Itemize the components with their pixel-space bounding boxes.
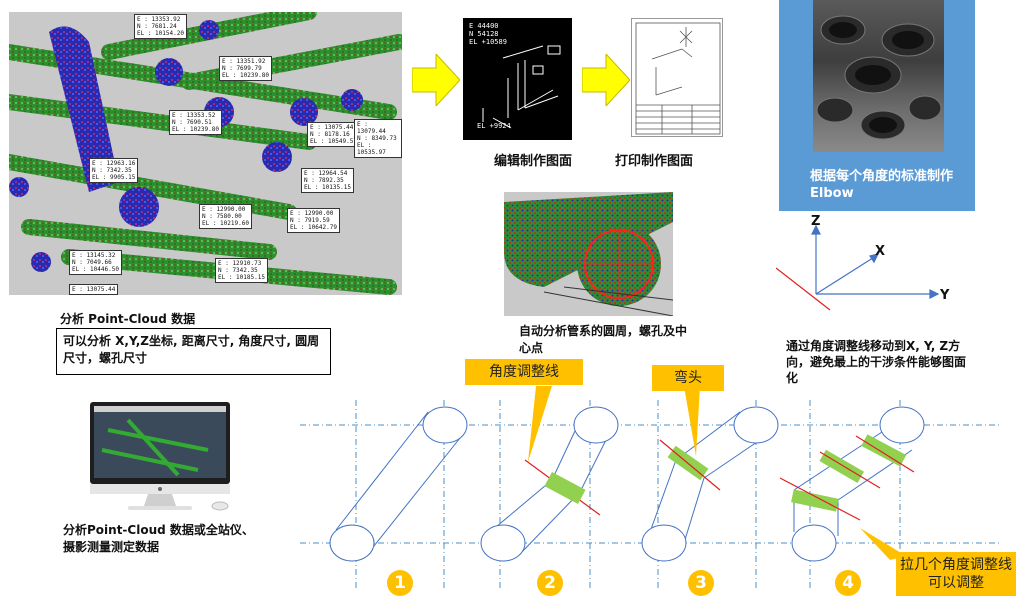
coord-label: E : 12964.54 N : 7892.35 EL : 10135.15: [301, 168, 354, 193]
elbow-photo: [813, 0, 944, 152]
coord-label: E : 13353.92 N : 7681.24 EL : 10154.20: [134, 14, 187, 39]
elevation-label: EL +9924: [477, 122, 511, 130]
coord-label: E : 12990.00 N : 7580.00 EL : 10219.60: [199, 204, 252, 229]
elbow-fittings-icon: [816, 15, 942, 140]
pointcloud-description: 可以分析 X,Y,Z坐标, 距离尺寸, 角度尺寸, 圆周尺寸，螺孔尺寸: [56, 328, 331, 375]
print-drawing-image: [631, 18, 723, 137]
coord-label: E : 13145.32 N : 7049.66 EL : 10446.50: [69, 250, 122, 275]
axis-label-z: Z: [811, 214, 821, 229]
isometric-lines: [482, 45, 561, 129]
workstation-caption: 分析Point-Cloud 数据或全站仪、摄影测量测定数据: [63, 523, 254, 554]
coord-label: E : 12963.16 N : 7342.35 EL : 9905.15: [89, 158, 139, 183]
axis-label-x: X: [875, 244, 886, 259]
print-drawing-caption: 打印制作图面: [615, 154, 694, 169]
step-number-4: 4: [835, 570, 861, 596]
pipe-cross-section: [504, 192, 673, 316]
coord-label: E : 13075.44 N : 8178.16 EL : 10549.57: [307, 122, 360, 147]
tag-angle-adjust-line: 角度调整线: [465, 359, 583, 385]
tag-multiple-adjust-lines: 拉几个角度调整线可以调整: [896, 552, 1016, 596]
coord-label: E : 13079.44 N : 8349.73 EL : 10535.97: [354, 119, 402, 158]
xyz-axes-diagram: [776, 224, 940, 311]
workstation-monitor-icon: [90, 402, 230, 511]
pointcloud-image: E : 13353.92 N : 7681.24 EL : 10154.20 E…: [9, 12, 402, 295]
step-number-2: 2: [537, 570, 563, 596]
edit-drawing-caption: 编辑制作图面: [494, 154, 573, 169]
pointcloud-render: [9, 12, 402, 295]
arrow-right-icon: [412, 54, 460, 106]
step-number-3: 3: [688, 570, 714, 596]
axis-label-y: Y: [940, 288, 950, 303]
pipe-circle-zoom-image: [504, 192, 673, 316]
elbow-caption: 根据每个角度的标准制作Elbow: [810, 169, 954, 201]
arrow-right-icon: [582, 54, 630, 106]
print-sheet-lines: [635, 22, 721, 135]
coord-label: E : 12910.73 N : 7342.35 EL : 10185.15: [215, 258, 268, 283]
coord-label: E : 13351.92 N : 7699.79 EL : 10239.80: [219, 56, 272, 81]
edit-drawing-image: E 44400 N 54128 EL +10589 EL +9924: [463, 18, 572, 140]
axes-caption: 通过角度调整线移动到X, Y, Z方向，避免最上的干涉条件能够图面化: [786, 339, 967, 385]
step-number-1: 1: [387, 570, 413, 596]
coord-label: E : 13075.44: [69, 284, 119, 295]
coord-label: E : 12990.00 N : 7919.59 EL : 10642.79: [287, 208, 340, 233]
tag-elbow: 弯头: [652, 365, 724, 391]
pipe-step-diagrams: [300, 386, 1000, 590]
coord-label: E : 13353.52 N : 7690.51 EL : 10239.80: [169, 110, 222, 135]
pointcloud-title: 分析 Point-Cloud 数据: [60, 312, 196, 326]
auto-analysis-caption: 自动分析管系的圆周，螺孔及中心点: [519, 324, 688, 355]
